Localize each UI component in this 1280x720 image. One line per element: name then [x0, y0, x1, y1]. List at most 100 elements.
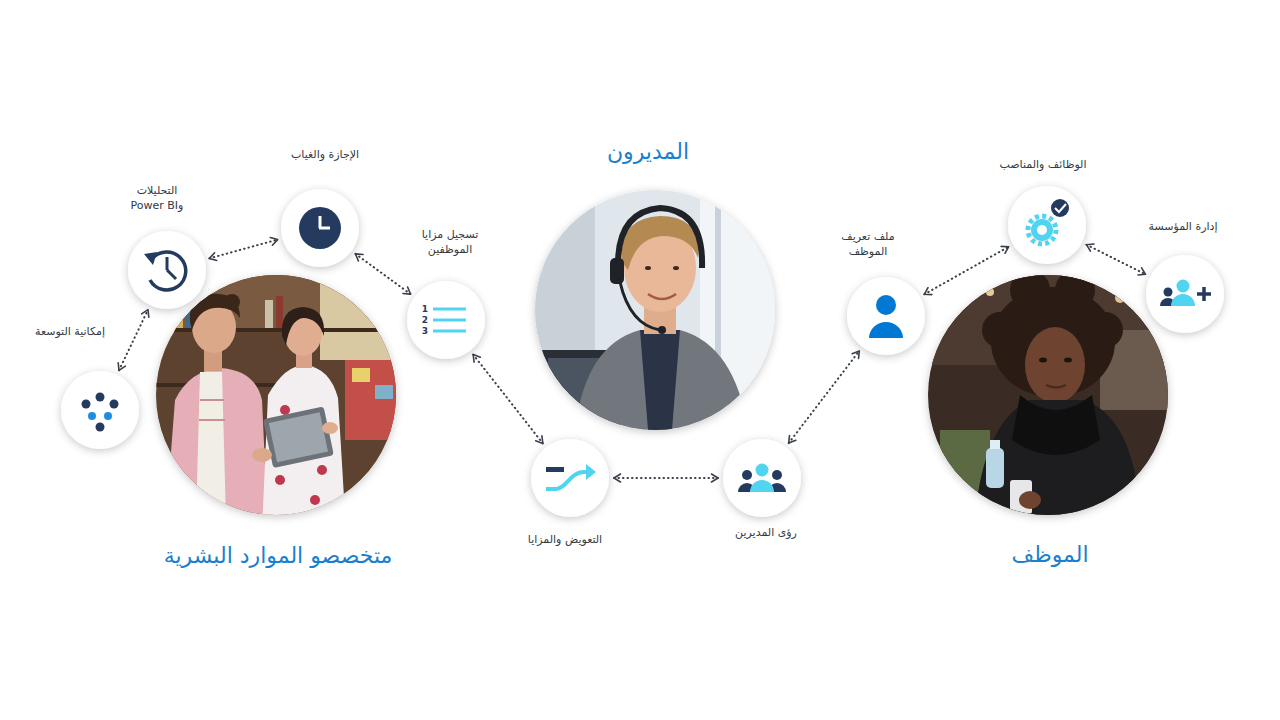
feature-label: إمكانية التوسعة	[35, 325, 105, 340]
analytics-icon-part	[150, 252, 186, 290]
jobs-icon	[1028, 199, 1069, 244]
hr-photo-part	[280, 405, 290, 415]
employee-photo-part	[1019, 491, 1041, 509]
icon-backdrop-part	[531, 439, 609, 517]
icon-circle: التعويض والمزايا	[531, 439, 609, 517]
compensation-icon	[546, 464, 596, 489]
hr-photo-part	[317, 465, 327, 475]
feature-label: التحليلات وPower BI	[121, 184, 193, 214]
feature-label: تسجيل مزايا الموظفين	[418, 228, 482, 258]
profile-icon-part	[876, 295, 896, 315]
jobs-icon-part	[1037, 225, 1047, 235]
manager-photo-part	[535, 190, 775, 430]
manager-photo-part	[673, 266, 679, 270]
dotted-connector	[209, 240, 277, 259]
analytics-icon-part	[144, 252, 157, 265]
employee-photo-part	[990, 440, 1000, 449]
profile-icon-part	[869, 322, 903, 338]
manager-photo-part	[648, 294, 676, 299]
employee-photo-part	[986, 448, 1004, 488]
org-admin-icon-part	[1202, 287, 1206, 301]
org-admin-icon-part	[1164, 288, 1173, 297]
icon-circle: التحليلات وPower BI	[128, 231, 206, 309]
employee-photo-part	[1039, 358, 1047, 363]
org-admin-icon-part	[1177, 280, 1190, 293]
hr-photo-part	[263, 406, 334, 468]
group-heading: الموظف	[1011, 542, 1088, 568]
icon-circle: تسجيل مزايا الموظفين	[407, 281, 485, 359]
hr-photo-part	[276, 296, 283, 328]
employee-photo-part	[1046, 385, 1066, 388]
jobs-icon-part	[1031, 219, 1053, 241]
list-icon-part	[433, 308, 466, 311]
hr-photo-part	[199, 419, 225, 421]
employee-photo-part	[1025, 327, 1085, 403]
employee-photo-part	[1055, 270, 1095, 310]
manager-photo	[535, 190, 775, 430]
icon-circle: الوظائف والمناصب	[1008, 186, 1086, 264]
photo-shadow-part	[928, 275, 1168, 515]
icon-backdrop-part	[281, 189, 359, 267]
group-heading: متخصصو الموارد البشرية	[164, 543, 393, 569]
scalability-icon-part	[104, 412, 112, 420]
insights-icon-part	[772, 470, 782, 480]
hr-photo-part	[282, 307, 324, 345]
scalability-icon-part	[110, 400, 119, 409]
list-number: 3	[422, 327, 428, 336]
jobs-icon-part	[1028, 216, 1056, 244]
analytics-icon-part	[166, 257, 169, 270]
feature-label: رؤى المديرين	[735, 526, 797, 541]
icon-backdrop-part	[847, 277, 925, 355]
analytics-icon-part	[167, 270, 176, 279]
photo-circle: الموظف	[928, 275, 1168, 515]
leave-icon-part	[299, 207, 341, 249]
org-admin-icon-part	[1171, 294, 1195, 306]
manager-photo-part	[610, 258, 624, 284]
manager-photo-part	[640, 330, 680, 430]
hr-photo-part	[275, 475, 285, 485]
hr-photo-part	[196, 372, 226, 520]
scalability-icon-part	[82, 400, 91, 409]
hr-photo-part	[200, 399, 224, 401]
hr-photo-part-part	[269, 412, 328, 462]
dotted-connector	[1086, 245, 1145, 275]
compensation-icon-part	[546, 472, 588, 489]
list-icon-part	[433, 330, 466, 333]
hr-photo-part	[262, 365, 346, 530]
hr-photo-part	[375, 385, 393, 399]
list-icon-part	[433, 319, 466, 322]
insights-icon-part	[742, 470, 752, 480]
photo-circle: المديرون	[535, 190, 775, 430]
icon-backdrop-part	[1146, 255, 1224, 333]
list-number: 2	[422, 316, 428, 325]
employee-photo-part	[1087, 312, 1123, 348]
manager-photo-part	[622, 216, 699, 270]
icon-backdrop-part	[407, 281, 485, 359]
icon-circle: رؤى المديرين	[723, 439, 801, 517]
hr-photo-part	[265, 300, 273, 328]
insights-icon-part	[756, 464, 769, 477]
insights-icon	[738, 464, 786, 493]
manager-photo-part	[618, 208, 702, 270]
icon-backdrop-part	[723, 439, 801, 517]
icon-backdrop-part	[1008, 186, 1086, 264]
manager-photo-part	[575, 330, 748, 430]
icon-backdrop-part	[128, 231, 206, 309]
icon-circle: إمكانية التوسعة	[61, 371, 139, 449]
leave-icon-part	[319, 216, 322, 228]
employee-photo	[928, 270, 1168, 515]
employee-photo-part	[1010, 270, 1050, 310]
leave-icon	[299, 207, 341, 249]
compensation-icon-part	[546, 467, 564, 472]
hr-photo-part	[224, 294, 240, 310]
icon-backdrop-part	[61, 371, 139, 449]
employee-photo-part	[982, 312, 1018, 348]
org-admin-icon	[1160, 280, 1211, 307]
insights-icon-part	[750, 480, 774, 492]
employee-photo-part	[986, 288, 994, 296]
dotted-connector	[356, 254, 411, 294]
